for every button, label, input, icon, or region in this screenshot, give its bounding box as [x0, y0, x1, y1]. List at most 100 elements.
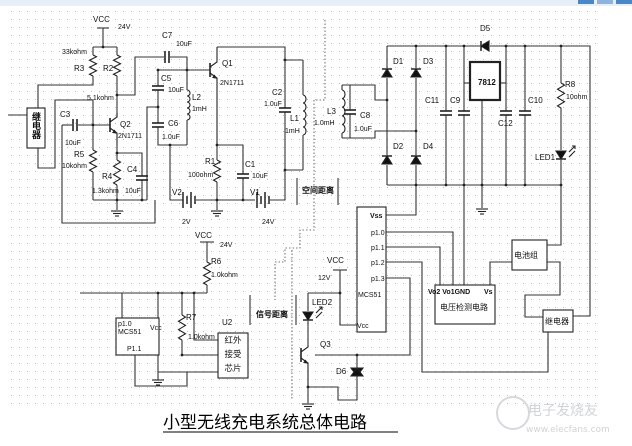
diagram-title: 小型无线充电系统总体电路 [163, 413, 367, 433]
junction-dot [283, 58, 287, 62]
ground-icon [111, 210, 123, 217]
wire [524, 261, 561, 318]
mcu2-p11: p1.1 [371, 245, 385, 252]
mcu2-p10: p1.0 [371, 230, 385, 237]
r3-value: 33kohm [62, 49, 87, 56]
d5-label: D5 [480, 24, 491, 33]
resistor-r5 [88, 149, 98, 173]
wire [134, 355, 188, 387]
junction-dot [523, 183, 527, 187]
capacitor-c5 [152, 85, 164, 91]
resistor-r7 [177, 314, 187, 341]
junction-dot [215, 143, 219, 147]
u2-label: U2 [222, 318, 233, 327]
mcu1-name: MCS51 [118, 329, 141, 336]
l1-value: 1mH [285, 128, 300, 135]
divider-line [274, 20, 326, 300]
c7-value: 10uF [176, 41, 192, 48]
vcc1-value: 24V [118, 24, 131, 31]
junction-dot [156, 105, 160, 109]
wire [386, 246, 441, 285]
c8-label: C8 [360, 111, 371, 120]
r2-value: 5.1kohm [87, 95, 114, 102]
l3-label: L3 [327, 107, 336, 116]
diode-d1 [381, 67, 393, 78]
junction-dot [91, 123, 95, 127]
v2-value: 2V [182, 219, 191, 226]
capacitor-c10 [519, 110, 531, 116]
toolbar-button-3[interactable] [616, 0, 632, 4]
watermark-logo-icon [496, 396, 530, 430]
v1-value: 24V [262, 219, 275, 226]
junction-dot [306, 385, 310, 389]
junction-dot [283, 168, 287, 172]
battery-v2 [182, 192, 196, 208]
junction-dot [480, 183, 484, 187]
relay2-label: 继电器 [545, 316, 569, 326]
resistor-r3 [88, 54, 98, 77]
wire [342, 84, 387, 101]
c10-label: C10 [528, 96, 543, 105]
wire [37, 99, 94, 169]
wire [193, 293, 218, 341]
c3-label: C3 [60, 110, 71, 119]
junction-dot [414, 183, 418, 187]
signal-distance-label: 信号距离 [256, 309, 288, 319]
d1-label: D1 [393, 57, 404, 66]
mcu2-vcc: Vcc [357, 323, 369, 330]
q1-label: Q1 [222, 59, 233, 68]
c2-label: C2 [272, 88, 283, 97]
voltage-detector [434, 284, 496, 325]
wire [386, 165, 417, 216]
capacitor-c12 [500, 110, 512, 116]
ir-receiver-u2 [217, 332, 249, 379]
v1-label: V1 [250, 188, 260, 197]
components [26, 40, 576, 410]
toolbar-button-2[interactable] [597, 0, 613, 4]
r6-value: 1.0kohm [211, 272, 238, 279]
battery-label: 电池组 [514, 250, 538, 260]
led2-label: LED2 [312, 298, 333, 307]
wire [315, 277, 411, 356]
regulator-7812 [468, 60, 502, 102]
diode-d4 [410, 154, 422, 165]
capacitor-c7 [164, 51, 170, 63]
transistor-collector [109, 113, 118, 123]
toolbar-button-1[interactable] [578, 0, 594, 4]
wire [169, 145, 183, 201]
relay1-label: 继电器 [31, 111, 42, 140]
transistor-collector [209, 47, 218, 68]
junction-dot [559, 44, 563, 48]
battery-v1 [256, 192, 270, 208]
wire [37, 76, 94, 108]
c11-label: C11 [425, 96, 440, 105]
wire [490, 45, 591, 317]
c7-label: C7 [162, 31, 173, 40]
led1-label: LED1 [535, 153, 556, 162]
junction-dot [338, 291, 342, 295]
diode-triangle [410, 154, 422, 165]
diac-d6 [349, 367, 365, 377]
r1-value: 100ohm [188, 172, 213, 179]
wire [339, 270, 357, 326]
wire [489, 261, 512, 285]
inductor-l3 [341, 89, 346, 134]
capacitor-c1 [237, 173, 249, 179]
wire [61, 125, 156, 224]
r8-label: R8 [565, 80, 576, 89]
top-band [0, 0, 632, 6]
junction-dot [523, 44, 527, 48]
junction-dot [115, 151, 119, 155]
c3-value: 10uF [65, 140, 81, 147]
c5-label: C5 [161, 74, 172, 83]
transistor-emitter [109, 127, 118, 145]
inductor-l1 [302, 94, 307, 136]
diode-triangle [479, 40, 490, 52]
diode-d3 [410, 67, 422, 78]
watermark: 电子发烧友 www.elecfans.com [496, 396, 610, 435]
junction-dot [241, 198, 245, 202]
capacitor-c11 [440, 110, 452, 116]
r5-label: R5 [74, 150, 85, 159]
junction-dot [168, 143, 172, 147]
